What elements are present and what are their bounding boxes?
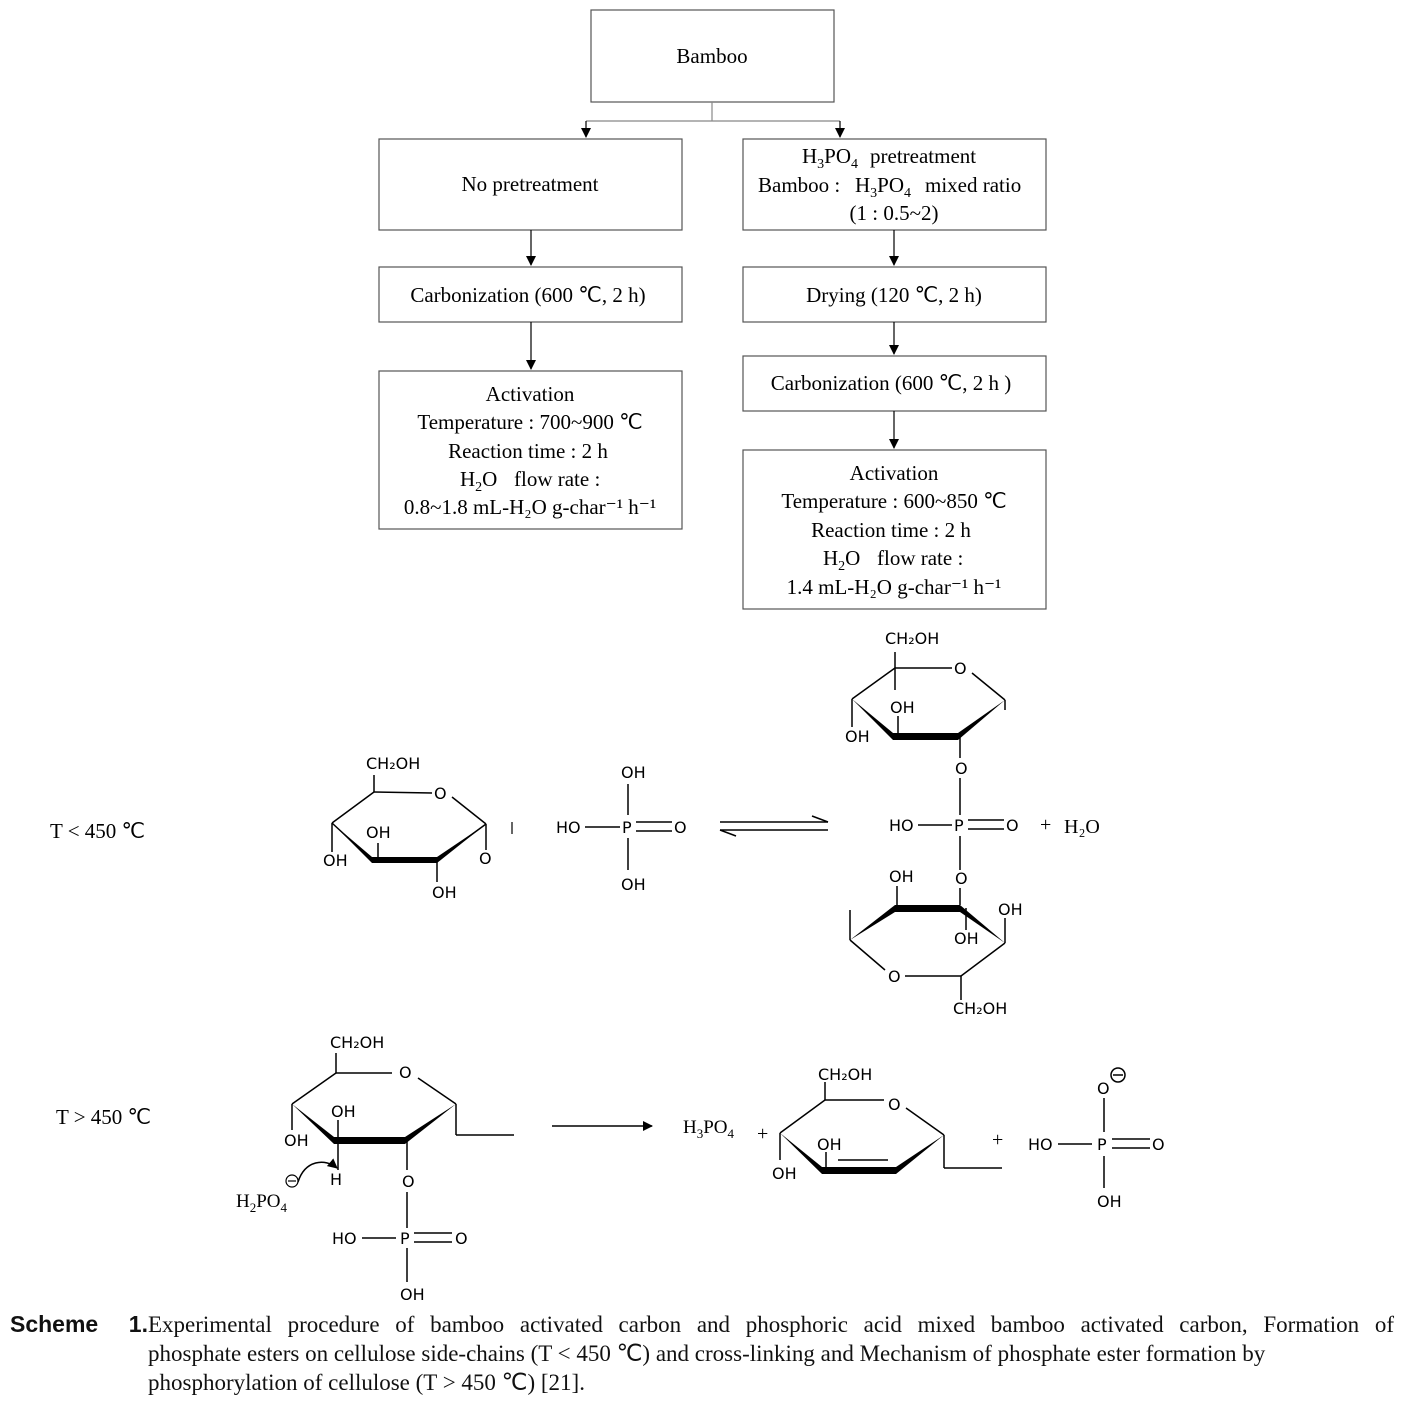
svg-text:O: O (455, 1229, 468, 1248)
svg-text:P: P (1097, 1135, 1107, 1154)
svg-text:CH₂OH: CH₂OH (953, 999, 1007, 1018)
left-activation-flow-label: flow rate : (514, 467, 600, 491)
dehydrated-ring: CH₂OH O OH OH (772, 1065, 1002, 1183)
svg-text:P: P (400, 1229, 410, 1248)
glucose-ring-1: CH₂OH O OH OH OH O (323, 754, 513, 902)
svg-text:O: O (1152, 1135, 1165, 1154)
h2po4-ion: H2PO4 (236, 1191, 288, 1215)
split-connector (581, 102, 845, 138)
caption-line-3: phosphorylation of cellulose (T > 450 ℃)… (148, 1370, 585, 1395)
left-activation-flow-value: 0.8~1.8 mL-H₂O g-char⁻¹ h⁻¹ (404, 495, 656, 519)
svg-text:OH: OH (432, 883, 457, 902)
box-no-pretreatment-label: No pretreatment (461, 172, 598, 196)
water-label: H₂O (1064, 816, 1100, 838)
svg-text:O: O (1006, 816, 1019, 835)
h3po4-pretreatment-line2: mixed ratio (925, 173, 1021, 197)
right-activation-temperature: Temperature : 600~850 ℃ (781, 489, 1006, 513)
svg-text:OH: OH (621, 763, 646, 782)
svg-text:O: O (954, 659, 967, 678)
plus-sign-3: + (992, 1129, 1003, 1151)
svg-text:HO: HO (332, 1229, 357, 1248)
right-activation-flow-label: flow rate : (877, 546, 963, 570)
svg-text:O: O (955, 759, 968, 778)
svg-text:P: P (622, 818, 632, 837)
box-right-carbonization-label: Carbonization (600 ℃, 2 h ) (771, 371, 1012, 395)
svg-text:O: O (888, 967, 901, 986)
svg-text:O: O (674, 818, 687, 837)
svg-text:O: O (402, 1172, 415, 1191)
equilibrium-arrow (719, 815, 829, 837)
svg-text:OH: OH (621, 875, 646, 894)
svg-text:OH: OH (998, 900, 1023, 919)
caption-line-1: Experimental procedure of bamboo activat… (148, 1312, 1394, 1337)
svg-text:CH₂OH: CH₂OH (330, 1033, 384, 1052)
right-activation-title: Activation (850, 461, 939, 485)
scheme-caption: Scheme 1.Experimental procedure of bambo… (10, 1310, 1394, 1397)
svg-text:HO: HO (889, 816, 914, 835)
svg-text:O: O (479, 849, 492, 868)
plus-sign-2: + (757, 1123, 768, 1145)
phosphate-diester: CH₂OH O OH OH O HO P O O (845, 629, 1023, 1018)
svg-text:OH: OH (323, 851, 348, 870)
svg-text:OH: OH (890, 698, 915, 717)
box-right-activation (742, 449, 1047, 610)
right-activation-flow-value: 1.4 mL-H₂O g-char⁻¹ h⁻¹ (787, 575, 1002, 599)
h3po4-pretreatment-formula: H3PO4 (802, 144, 858, 172)
svg-text:OH: OH (1097, 1192, 1122, 1211)
svg-text:P: P (954, 816, 964, 835)
svg-text:HO: HO (556, 818, 581, 837)
svg-text:OH: OH (845, 727, 870, 746)
caption-label: Scheme 1. (10, 1311, 148, 1337)
box-bamboo-label: Bamboo (676, 44, 747, 68)
left-activation-title: Activation (486, 382, 575, 406)
left-activation-flow-formula: H2O (460, 467, 497, 495)
svg-text:O: O (1097, 1079, 1110, 1098)
phosphate-anion: O HO P O OH (1028, 1067, 1165, 1211)
h3po4-product: H3PO4 (683, 1117, 735, 1141)
h3po4-ratio-formula: H3PO4 (855, 173, 911, 201)
box-drying-label: Drying (120 ℃, 2 h) (806, 283, 982, 307)
left-activation-time: Reaction time : 2 h (448, 439, 608, 463)
plus-sign-1: + (1040, 814, 1051, 836)
svg-text:H: H (330, 1170, 342, 1189)
right-activation-time: Reaction time : 2 h (811, 518, 971, 542)
scheme-diagram: Bamboo No pretreatment Carbonization (60… (50, 9, 1165, 1300)
h3po4-ratio-prefix: Bamboo : (758, 173, 840, 197)
svg-text:OH: OH (954, 929, 979, 948)
svg-text:O: O (955, 869, 968, 888)
svg-text:OH: OH (366, 823, 391, 842)
glucose-ring-2: CH₂OH O OH OH H O HO P O OH H2PO4 (236, 1033, 514, 1300)
svg-text:O: O (888, 1095, 901, 1114)
svg-text:OH: OH (284, 1131, 309, 1150)
phosphoric-acid-1: OH HO P O OH (556, 763, 687, 894)
h3po4-pretreatment-line3: (1 : 0.5~2) (850, 201, 939, 225)
right-activation-flow-formula: H2O (823, 546, 860, 574)
svg-text:OH: OH (889, 867, 914, 886)
label-high-temperature: T > 450 ℃ (56, 1105, 151, 1129)
h3po4-pretreatment-line1: pretreatment (870, 144, 976, 168)
svg-text:OH: OH (331, 1102, 356, 1121)
box-left-carbonization-label: Carbonization (600 ℃, 2 h) (410, 283, 645, 307)
caption-line-2: phosphate esters on cellulose side-chain… (148, 1341, 1266, 1366)
svg-text:CH₂OH: CH₂OH (885, 629, 939, 648)
left-activation-temperature: Temperature : 700~900 ℃ (417, 410, 642, 434)
svg-text:O: O (399, 1063, 412, 1082)
flowchart: Bamboo No pretreatment Carbonization (60… (378, 9, 1047, 610)
svg-text:CH₂OH: CH₂OH (818, 1065, 872, 1084)
reaction-high-temp: CH₂OH O OH OH H O HO P O OH H2PO4 (236, 1033, 1165, 1300)
svg-text:OH: OH (772, 1164, 797, 1183)
svg-text:OH: OH (400, 1285, 425, 1300)
svg-text:O: O (434, 784, 447, 803)
svg-text:OH: OH (817, 1135, 842, 1154)
box-left-activation (378, 370, 683, 530)
reaction-low-temp: CH₂OH O OH OH OH O OH HO P O OH (323, 629, 1100, 1018)
svg-text:HO: HO (1028, 1135, 1053, 1154)
svg-text:CH₂OH: CH₂OH (366, 754, 420, 773)
label-low-temperature: T < 450 ℃ (50, 819, 145, 843)
